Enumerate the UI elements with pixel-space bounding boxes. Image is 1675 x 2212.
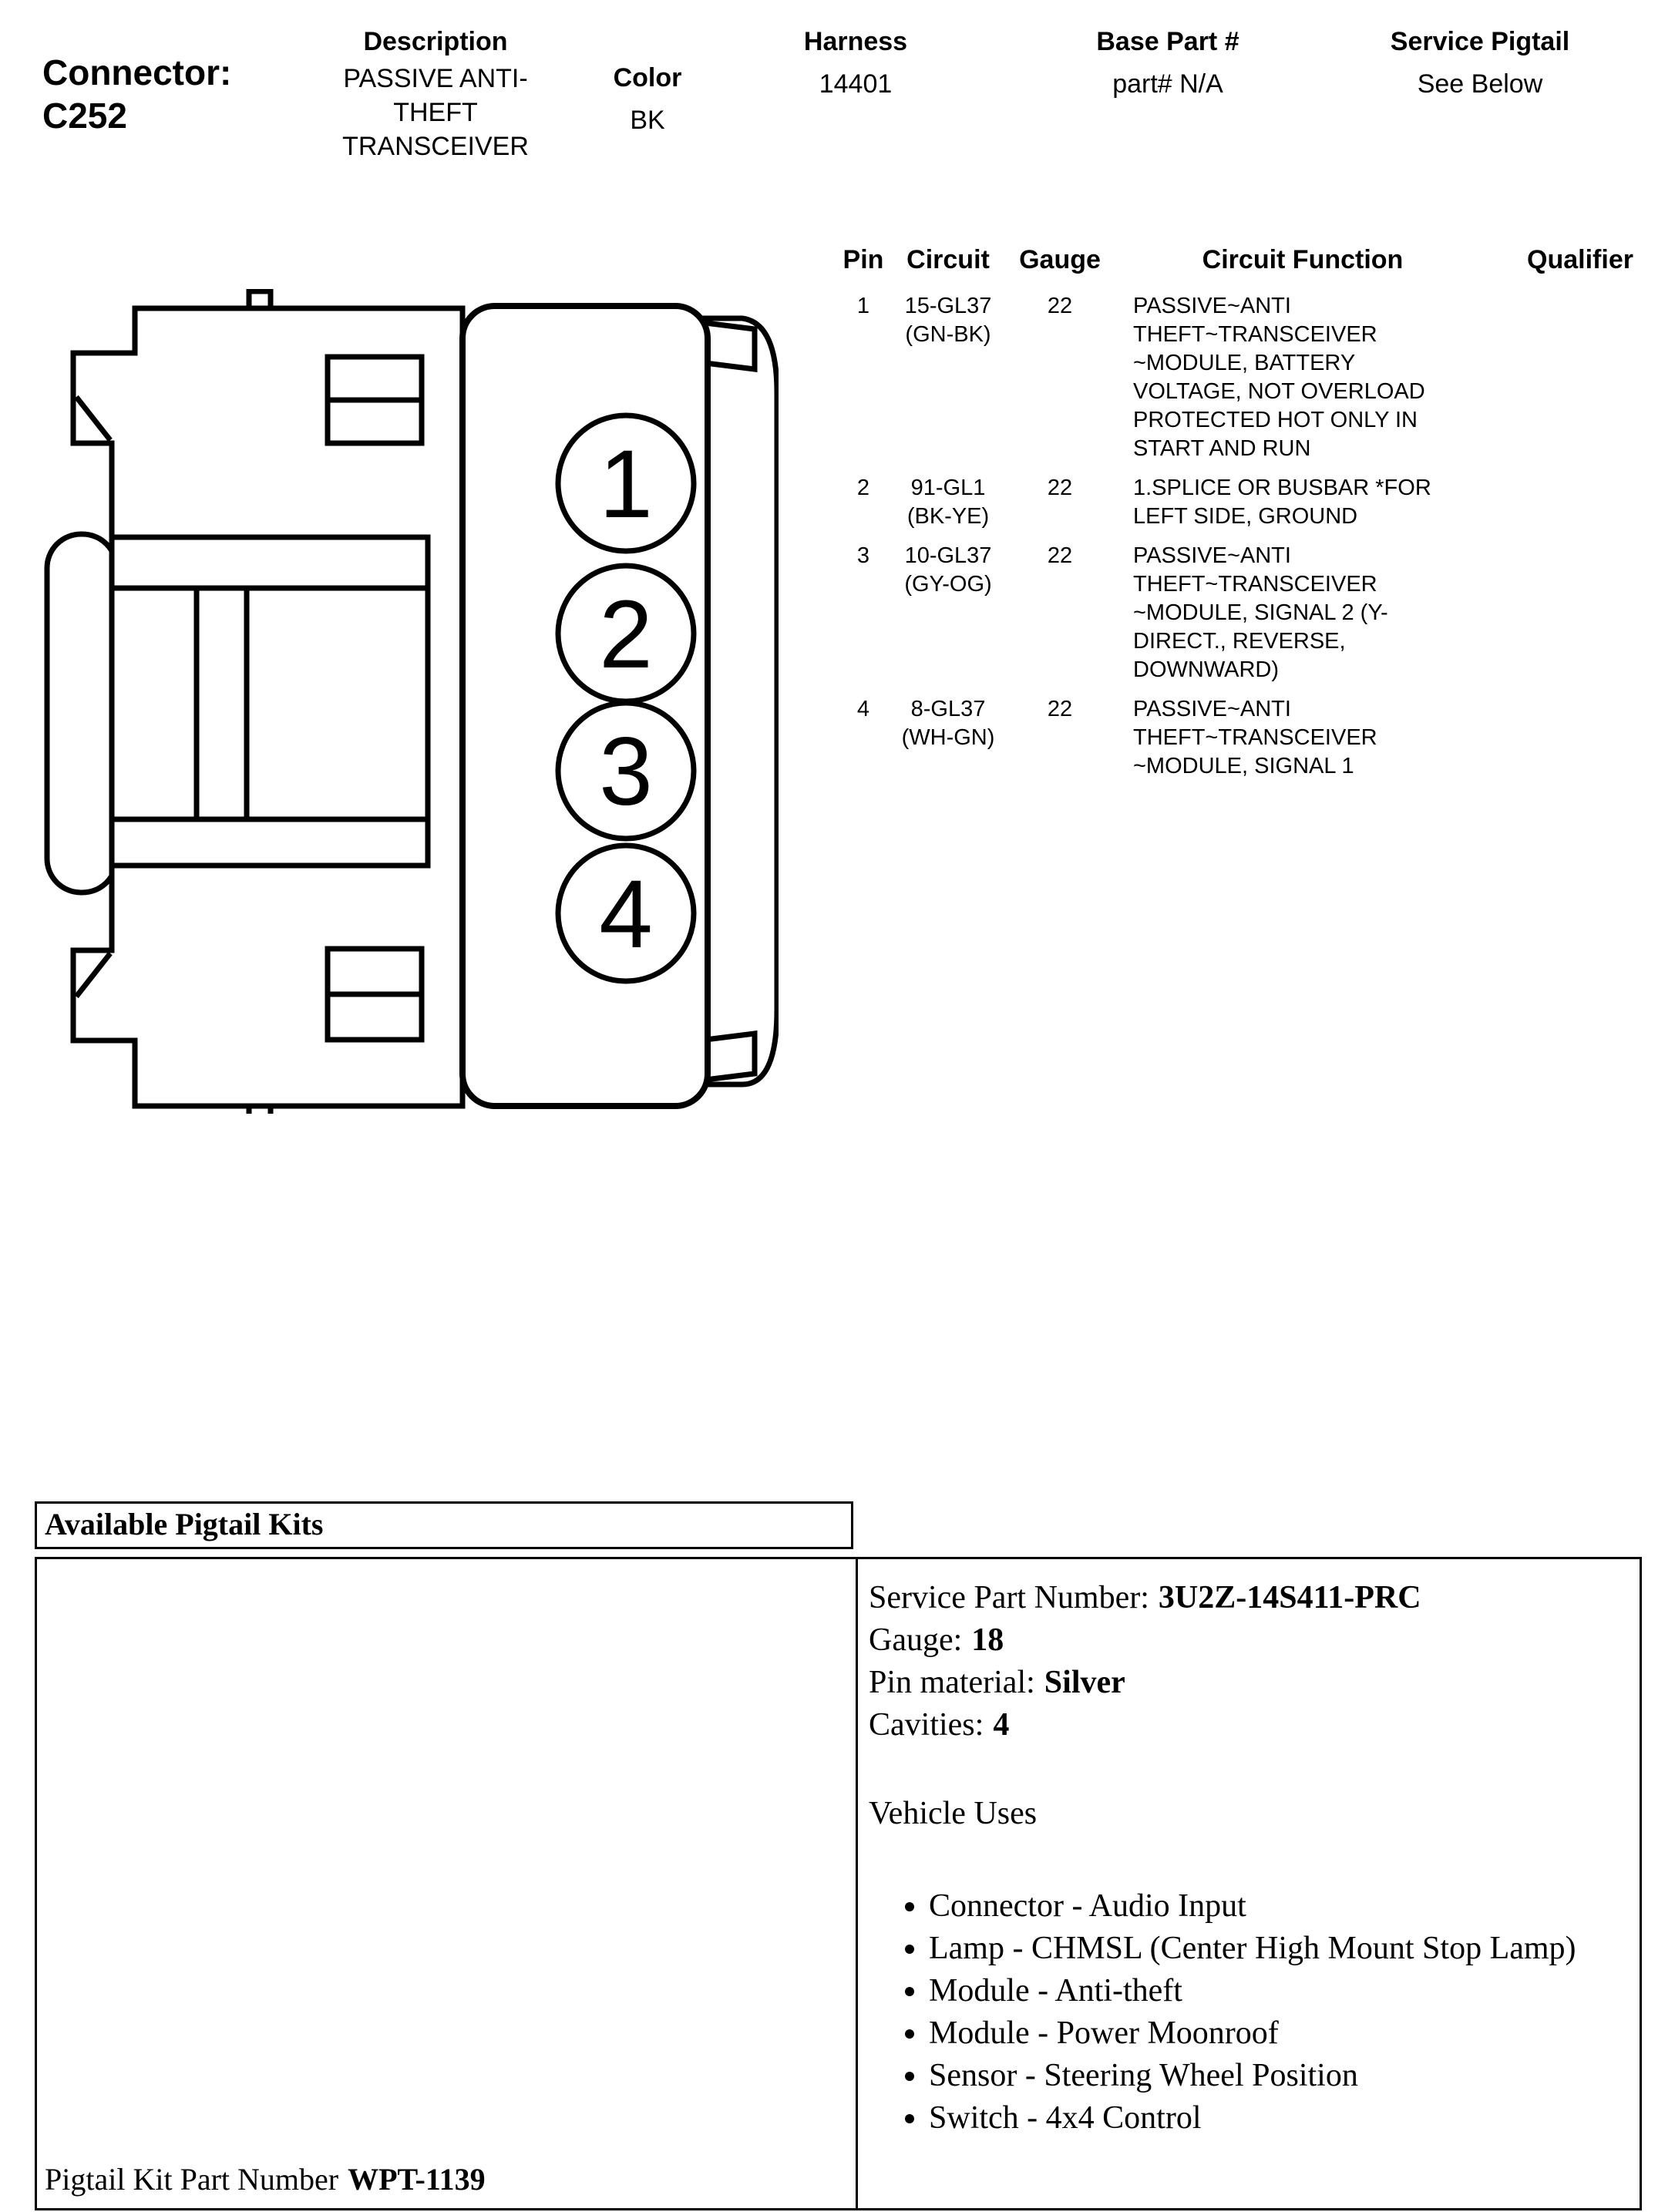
pin-circuit: 10-GL37 (GY-OG) bbox=[904, 543, 992, 597]
pigtail-kit-cell: Pigtail Kit Part Number WPT-1139 bbox=[37, 1559, 858, 2208]
vehicle-use-item: Module - Power Moonroof bbox=[929, 2012, 1632, 2055]
base-part-label: Base Part # bbox=[1096, 27, 1239, 56]
pigtail-kit-part-number: WPT-1139 bbox=[348, 2162, 486, 2197]
vehicle-use-item: Switch - 4x4 Control bbox=[929, 2097, 1632, 2140]
pin-circuit: 15-GL37 (GN-BK) bbox=[904, 294, 992, 347]
vehicle-use-item: Module - Anti-theft bbox=[929, 1970, 1632, 2012]
color-label: Color bbox=[613, 63, 682, 92]
connector-cap bbox=[701, 315, 779, 1088]
notch-chamfer-bottom bbox=[74, 951, 113, 999]
pigtail-kits-table: Pigtail Kit Part Number WPT-1139 Service … bbox=[35, 1557, 1642, 2210]
harness-label: Harness bbox=[803, 27, 908, 56]
cavities-label: Cavities: bbox=[869, 1707, 984, 1743]
notch-chamfer-top bbox=[74, 395, 113, 442]
cavity-2-number: 2 bbox=[599, 581, 653, 688]
pin-number: 1 bbox=[856, 294, 870, 318]
pin-gauge: 22 bbox=[1047, 294, 1073, 318]
index-tab-bottom bbox=[246, 1103, 274, 1114]
pin-material-line: Pin material: Silver bbox=[869, 1662, 1632, 1704]
cavity-4-circle bbox=[555, 842, 697, 984]
pin-gauge: 22 bbox=[1047, 476, 1073, 500]
header-col-service-pigtail: Service Pigtail See Below bbox=[1353, 27, 1607, 99]
header-col-base-part: Base Part # part# N/A bbox=[1060, 27, 1276, 99]
pin-gauge: 22 bbox=[1047, 543, 1073, 568]
connector-latch bbox=[44, 531, 119, 896]
pin-table-header-circuit: Circuit bbox=[906, 245, 990, 274]
header-col-description: Description PASSIVE ANTI- THEFT TRANSCEI… bbox=[297, 27, 574, 163]
pin-gauge: 22 bbox=[1047, 697, 1073, 721]
gauge-label: Gauge: bbox=[869, 1622, 963, 1658]
pin-number: 2 bbox=[856, 476, 870, 500]
pin-table-header-qualifier: Qualifier bbox=[1527, 245, 1633, 274]
service-part-label: Service Part Number: bbox=[869, 1580, 1149, 1615]
cavities-value: 4 bbox=[993, 1707, 1010, 1743]
pigtail-details-cell: Service Part Number: 3U2Z-14S411-PRC Gaug… bbox=[858, 1559, 1640, 2208]
connector-body-outline bbox=[70, 305, 466, 1109]
gauge-value: 18 bbox=[971, 1622, 1004, 1658]
vehicle-uses-title: Vehicle Uses bbox=[869, 1796, 1038, 1831]
pin-number: 4 bbox=[856, 697, 870, 721]
vehicle-use-item: Connector - Audio Input bbox=[929, 1885, 1632, 1928]
index-tab-top bbox=[246, 289, 274, 311]
pin-circuit: 91-GL1 (BK-YE) bbox=[906, 476, 990, 529]
gauge-line: Gauge:18 bbox=[869, 1619, 1632, 1662]
pin-function: PASSIVE~ANTI THEFT~TRANSCEIVER ~MODULE, … bbox=[1133, 697, 1377, 778]
cavities-line: Cavities:4 bbox=[869, 1704, 1632, 1746]
pin-function: PASSIVE~ANTI THEFT~TRANSCEIVER ~MODULE, … bbox=[1133, 543, 1388, 682]
cavity-3-circle bbox=[555, 700, 697, 842]
header-col-harness: Harness 14401 bbox=[763, 27, 948, 99]
pin-table-header-pin: Pin bbox=[843, 245, 884, 274]
service-part-line: Service Part Number: 3U2Z-14S411-PRC bbox=[869, 1577, 1632, 1619]
pin-table-header-gauge: Gauge bbox=[1019, 245, 1101, 274]
vehicle-use-item: Sensor - Steering Wheel Position bbox=[929, 2055, 1632, 2097]
pigtail-kit-part-label: Pigtail Kit Part Number bbox=[45, 2162, 339, 2197]
central-band-bottom bbox=[109, 816, 431, 869]
pin-function: 1.SPLICE OR BUSBAR *FOR LEFT SIDE, GROUN… bbox=[1133, 476, 1431, 529]
pin-function: PASSIVE~ANTI THEFT~TRANSCEIVER ~MODULE, … bbox=[1133, 294, 1425, 461]
base-part-value: part# N/A bbox=[1112, 69, 1223, 99]
cap-clip-bottom bbox=[702, 1030, 758, 1083]
pigtail-kit-part-line: Pigtail Kit Part Number WPT-1139 bbox=[45, 2161, 486, 2197]
pin-material-value: Silver bbox=[1044, 1665, 1125, 1700]
header-col-color: Color BK bbox=[590, 63, 705, 136]
cavity-4-number: 4 bbox=[599, 861, 653, 968]
vehicle-uses-list: Connector - Audio Input Lamp - CHMSL (Ce… bbox=[869, 1885, 1632, 2140]
harness-value: 14401 bbox=[819, 69, 893, 99]
color-value: BK bbox=[630, 106, 665, 135]
cap-clip-top bbox=[702, 320, 758, 372]
cavity-3-number: 3 bbox=[599, 718, 653, 825]
cavity-1-number: 1 bbox=[599, 431, 653, 538]
pigtail-kits-title: Available Pigtail Kits bbox=[45, 1507, 324, 1541]
pin-circuit: 8-GL37 (WH-GN) bbox=[901, 697, 995, 750]
cavity-1-circle bbox=[555, 412, 697, 554]
service-pigtail-label: Service Pigtail bbox=[1390, 27, 1570, 56]
connector-label: Connector: bbox=[42, 52, 232, 92]
pin-table: Pin Circuit Gauge Circuit Function Quali… bbox=[836, 245, 1669, 781]
pigtail-kits-title-box: Available Pigtail Kits bbox=[35, 1501, 853, 1549]
connector-diagram: 1 2 3 4 bbox=[44, 289, 779, 1114]
service-pigtail-value: See Below bbox=[1417, 69, 1543, 99]
vehicle-use-item: Lamp - CHMSL (Center High Mount Stop Lam… bbox=[929, 1928, 1632, 1970]
pin-number: 3 bbox=[856, 543, 870, 568]
service-part-number: 3U2Z-14S411-PRC bbox=[1158, 1580, 1421, 1615]
connector-id: C252 bbox=[42, 96, 127, 136]
pin-table-header-function: Circuit Function bbox=[1202, 245, 1404, 274]
description-value: PASSIVE ANTI- THEFT TRANSCEIVER bbox=[342, 64, 529, 161]
connector-title: Connector: C252 bbox=[42, 51, 231, 137]
description-label: Description bbox=[363, 27, 508, 56]
pin-material-label: Pin material: bbox=[869, 1665, 1035, 1700]
